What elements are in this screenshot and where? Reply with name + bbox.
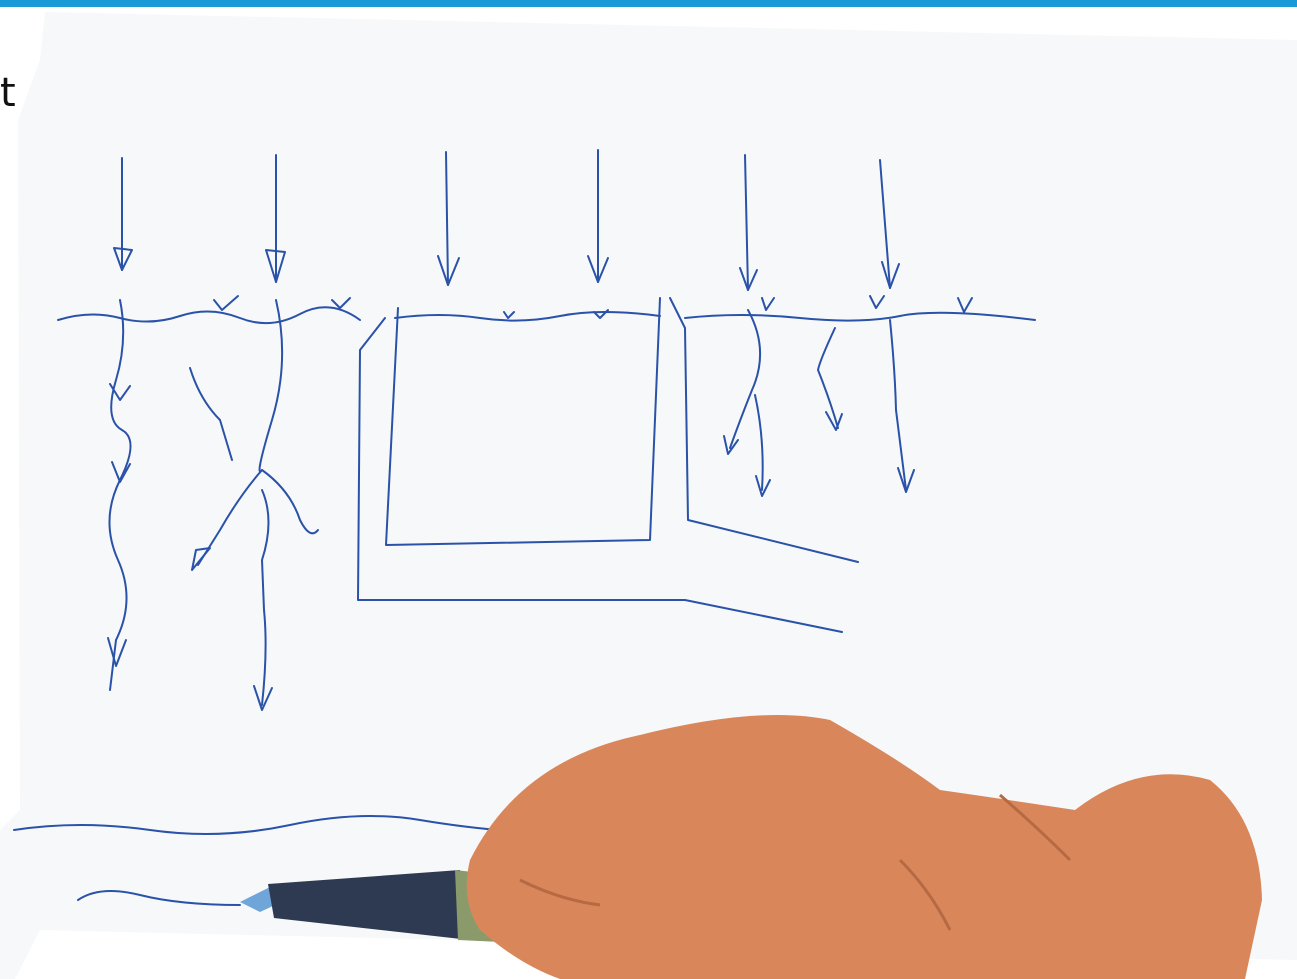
whiteboard-drawing-photo [0,0,1297,979]
